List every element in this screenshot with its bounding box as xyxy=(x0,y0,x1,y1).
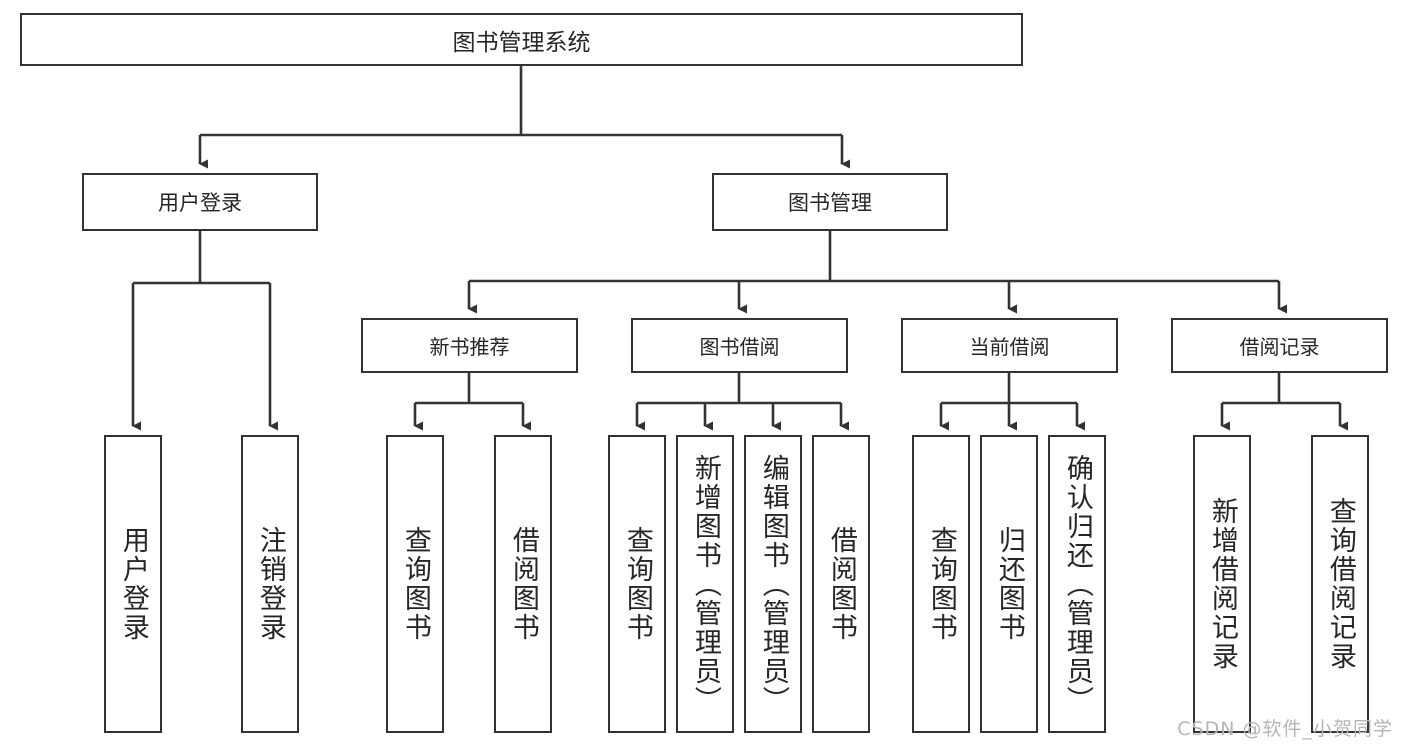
leaf-label: 确认归还（管理员） xyxy=(1061,453,1093,715)
leaf-query-book-current[interactable]: 查询图书 xyxy=(912,435,970,733)
node-book-borrow[interactable]: 图书借阅 xyxy=(631,318,848,373)
leaf-query-borrow-record[interactable]: 查询借阅记录 xyxy=(1311,435,1369,733)
leaf-label: 编辑图书（管理员） xyxy=(757,453,789,715)
leaf-return-book[interactable]: 归还图书 xyxy=(980,435,1038,733)
leaf-add-book-admin[interactable]: 新增图书（管理员） xyxy=(676,435,734,733)
leaf-label: 查询图书 xyxy=(399,526,431,642)
node-current-borrow[interactable]: 当前借阅 xyxy=(901,318,1118,373)
node-current-borrow-label: 当前借阅 xyxy=(969,337,1050,359)
node-root[interactable]: 图书管理系统 xyxy=(20,13,1023,66)
leaf-query-book-recommend[interactable]: 查询图书 xyxy=(386,435,444,733)
leaf-query-book-borrow[interactable]: 查询图书 xyxy=(608,435,666,733)
node-user-login[interactable]: 用户登录 xyxy=(82,173,318,231)
leaf-user-login[interactable]: 用户登录 xyxy=(104,435,162,733)
leaf-borrow-book-recommend[interactable]: 借阅图书 xyxy=(494,435,552,733)
node-book-management-label: 图书管理 xyxy=(788,192,872,215)
node-borrow-record-label: 借阅记录 xyxy=(1239,337,1320,359)
node-book-management[interactable]: 图书管理 xyxy=(712,173,948,231)
leaf-label: 查询图书 xyxy=(621,526,653,642)
leaf-label: 新增图书（管理员） xyxy=(689,453,721,715)
leaf-edit-book-admin[interactable]: 编辑图书（管理员） xyxy=(744,435,802,733)
node-user-login-label: 用户登录 xyxy=(158,192,242,215)
leaf-label: 借阅图书 xyxy=(507,526,539,642)
node-root-label: 图书管理系统 xyxy=(452,28,591,55)
node-book-borrow-label: 图书借阅 xyxy=(699,337,780,359)
leaf-label: 查询图书 xyxy=(925,526,957,642)
leaf-label: 查询借阅记录 xyxy=(1324,497,1356,671)
leaf-label: 注销登录 xyxy=(254,526,286,642)
leaf-label: 新增借阅记录 xyxy=(1206,497,1238,671)
leaf-label: 用户登录 xyxy=(117,526,149,642)
leaf-add-borrow-record[interactable]: 新增借阅记录 xyxy=(1193,435,1251,733)
node-new-book-recommend-label: 新书推荐 xyxy=(429,337,510,359)
leaf-confirm-return-admin[interactable]: 确认归还（管理员） xyxy=(1048,435,1106,733)
leaf-borrow-book[interactable]: 借阅图书 xyxy=(812,435,870,733)
node-new-book-recommend[interactable]: 新书推荐 xyxy=(361,318,578,373)
node-borrow-record[interactable]: 借阅记录 xyxy=(1171,318,1388,373)
leaf-label: 归还图书 xyxy=(993,526,1025,642)
leaf-label: 借阅图书 xyxy=(825,526,857,642)
leaf-logout[interactable]: 注销登录 xyxy=(241,435,299,733)
